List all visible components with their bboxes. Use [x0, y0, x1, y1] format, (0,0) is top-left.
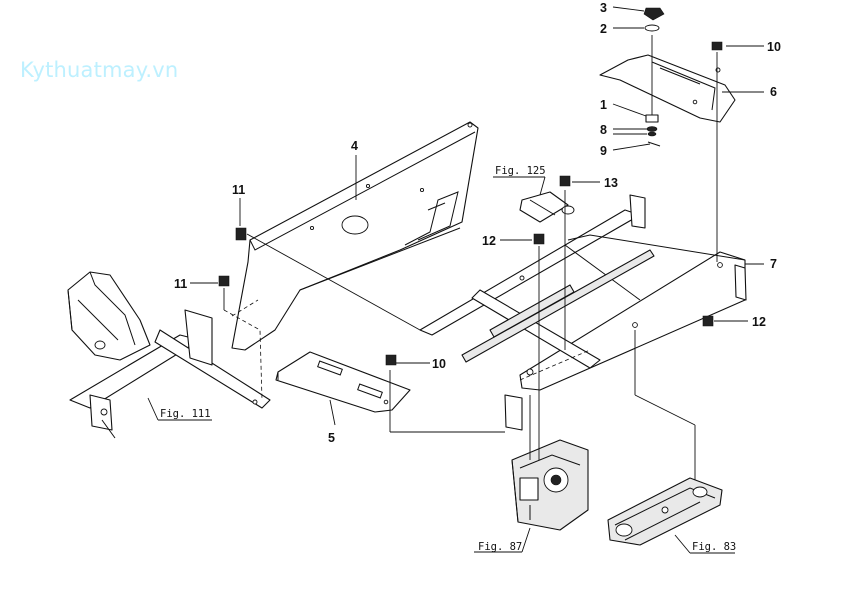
callout-10-middle: 10 — [432, 357, 446, 371]
callout-2: 2 — [600, 22, 607, 36]
fig-ref-111: Fig. 111 — [160, 408, 211, 420]
callout-1: 1 — [600, 98, 607, 112]
watermark: Kythuatmay.vn — [20, 58, 179, 82]
fig-83-component — [607, 477, 723, 546]
callout-8: 8 — [600, 123, 607, 137]
callout-11-lower: 11 — [174, 277, 187, 291]
callout-11-upper: 11 — [232, 183, 245, 197]
part-7-frame — [419, 194, 747, 431]
callout-6: 6 — [770, 85, 777, 99]
part-5-plate — [275, 351, 411, 413]
left-frame-assembly — [67, 271, 271, 439]
callout-13: 13 — [604, 176, 618, 190]
fig-87-component — [511, 439, 589, 531]
callout-10-top: 10 — [767, 40, 781, 54]
callout-7: 7 — [770, 257, 777, 271]
fig-ref-125: Fig. 125 — [495, 165, 546, 177]
fig-ref-83: Fig. 83 — [692, 541, 736, 553]
callout-4: 4 — [351, 139, 358, 153]
callout-5: 5 — [328, 431, 335, 445]
callout-3: 3 — [600, 1, 607, 15]
callout-labels: 3 2 1 8 9 10 6 7 12 4 11 11 10 5 13 12 — [174, 1, 781, 445]
fig-ref-87: Fig. 87 — [478, 541, 522, 553]
leader-lines — [147, 6, 764, 554]
part-4-panel — [231, 121, 479, 351]
callout-12-left: 12 — [482, 234, 496, 248]
small-hardware — [643, 7, 665, 147]
callout-9: 9 — [600, 144, 607, 158]
part-6-bracket — [599, 54, 736, 123]
fig-125-component — [519, 191, 575, 223]
figure-references: Fig. 125 Fig. 111 Fig. 87 Fig. 83 — [160, 165, 736, 553]
callout-12-right: 12 — [752, 315, 766, 329]
bolts — [218, 41, 723, 366]
